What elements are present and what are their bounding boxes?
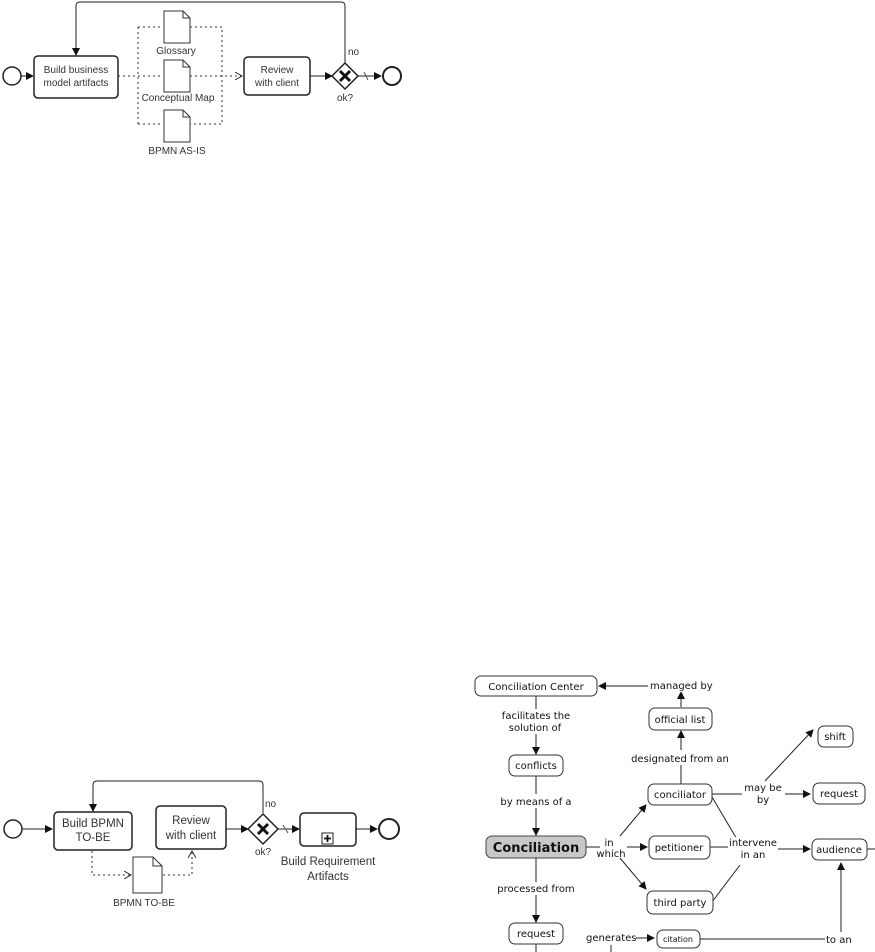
concept-label: official list [655,715,706,726]
task-label: with client [165,830,217,842]
concept-audience[interactable]: audience [811,838,868,861]
link-label: solution of [509,723,562,734]
concept-label: conciliator [654,790,707,801]
x-icon [338,69,352,83]
link-label: by means of a [500,797,571,808]
concept-conciliator[interactable]: conciliator [647,783,713,806]
bpmn-diagram-to-be: Build BPMN TO-BE Review with client BPMN… [3,780,400,909]
task-review-with-client[interactable]: Review with client [155,805,227,850]
concept-request[interactable]: request [508,922,564,945]
task-label: Review [261,65,295,76]
subprocess-label: Artifacts [307,871,349,883]
concept-label: shift [824,732,846,743]
task-label: Build business [44,65,108,76]
gateway-label: ok? [337,93,354,104]
link-label: which [596,849,625,860]
start-event[interactable] [2,66,22,86]
start-event[interactable] [3,819,23,839]
link-label: intervene [729,838,777,849]
gateway-no-label: no [348,47,360,58]
task-review-with-client[interactable]: Review with client [243,56,311,96]
concept-label: citation [663,935,693,944]
concept-label: third party [654,898,707,909]
link-label: by [757,795,769,806]
link-label: designated from an [631,754,729,765]
concept-official-list[interactable]: official list [648,707,713,731]
task-label: with client [254,78,299,89]
link-label: generates [586,933,637,944]
subprocess-build-requirement-artifacts[interactable]: Build Requirement Artifacts [281,812,376,883]
concept-conciliation[interactable]: Conciliation [485,835,587,859]
exclusive-gateway[interactable]: ok? no [246,799,280,858]
task-build-bpmn-to-be[interactable]: Build BPMN TO-BE [53,811,133,851]
concept-label: request [517,929,555,940]
concept-map: Conciliation Center conflicts Conciliati… [474,675,875,952]
link-label: in an [741,850,766,861]
concept-petitioner[interactable]: petitioner [648,835,711,860]
task-label: TO-BE [76,832,111,844]
concept-conciliation-center[interactable]: Conciliation Center [474,675,598,697]
task-label: model artifacts [43,78,108,89]
x-icon [256,822,270,836]
end-event[interactable] [378,818,400,840]
artifact-label: Glossary [156,46,195,57]
task-label: Build BPMN [62,818,124,830]
task-build-business-model[interactable]: Build business model artifacts [33,55,119,99]
concept-conflicts[interactable]: conflicts [508,754,564,777]
artifact-bpmn-to-be[interactable]: BPMN TO-BE [113,856,175,909]
task-label: Review [172,815,210,827]
artifact-label: BPMN TO-BE [113,898,175,909]
concept-label: petitioner [655,843,705,854]
concept-label: audience [816,845,862,856]
bpmn-diagram-as-is: Build business model artifacts Glossary … [2,1,402,157]
artifact-bpmn-as-is[interactable]: BPMN AS-IS [148,109,206,157]
link-label: facilitates the [502,711,570,722]
end-event[interactable] [382,66,402,86]
exclusive-gateway[interactable]: ok? no [330,47,360,104]
concept-third-party[interactable]: third party [646,890,714,915]
link-label: in [604,838,613,849]
concept-label: Conciliation Center [488,682,584,693]
link-label: managed by [650,681,713,692]
artifact-label: BPMN AS-IS [148,146,206,157]
concept-label: Conciliation [493,841,579,856]
concept-request-2[interactable]: request [812,782,866,805]
artifact-conceptual-map[interactable]: Conceptual Map [142,59,215,104]
subprocess-label: Build Requirement [281,856,376,868]
artifact-label: Conceptual Map [142,93,215,104]
concept-label: request [820,789,858,800]
link-label: may be [744,783,781,794]
concept-shift[interactable]: shift [817,725,854,748]
link-label: processed from [497,884,574,895]
concept-citation[interactable]: citation [656,929,701,949]
concept-label: conflicts [515,761,557,772]
link-label: to an [826,935,852,946]
gateway-no-label: no [265,799,277,810]
artifact-glossary[interactable]: Glossary [156,10,196,57]
gateway-label: ok? [255,847,272,858]
